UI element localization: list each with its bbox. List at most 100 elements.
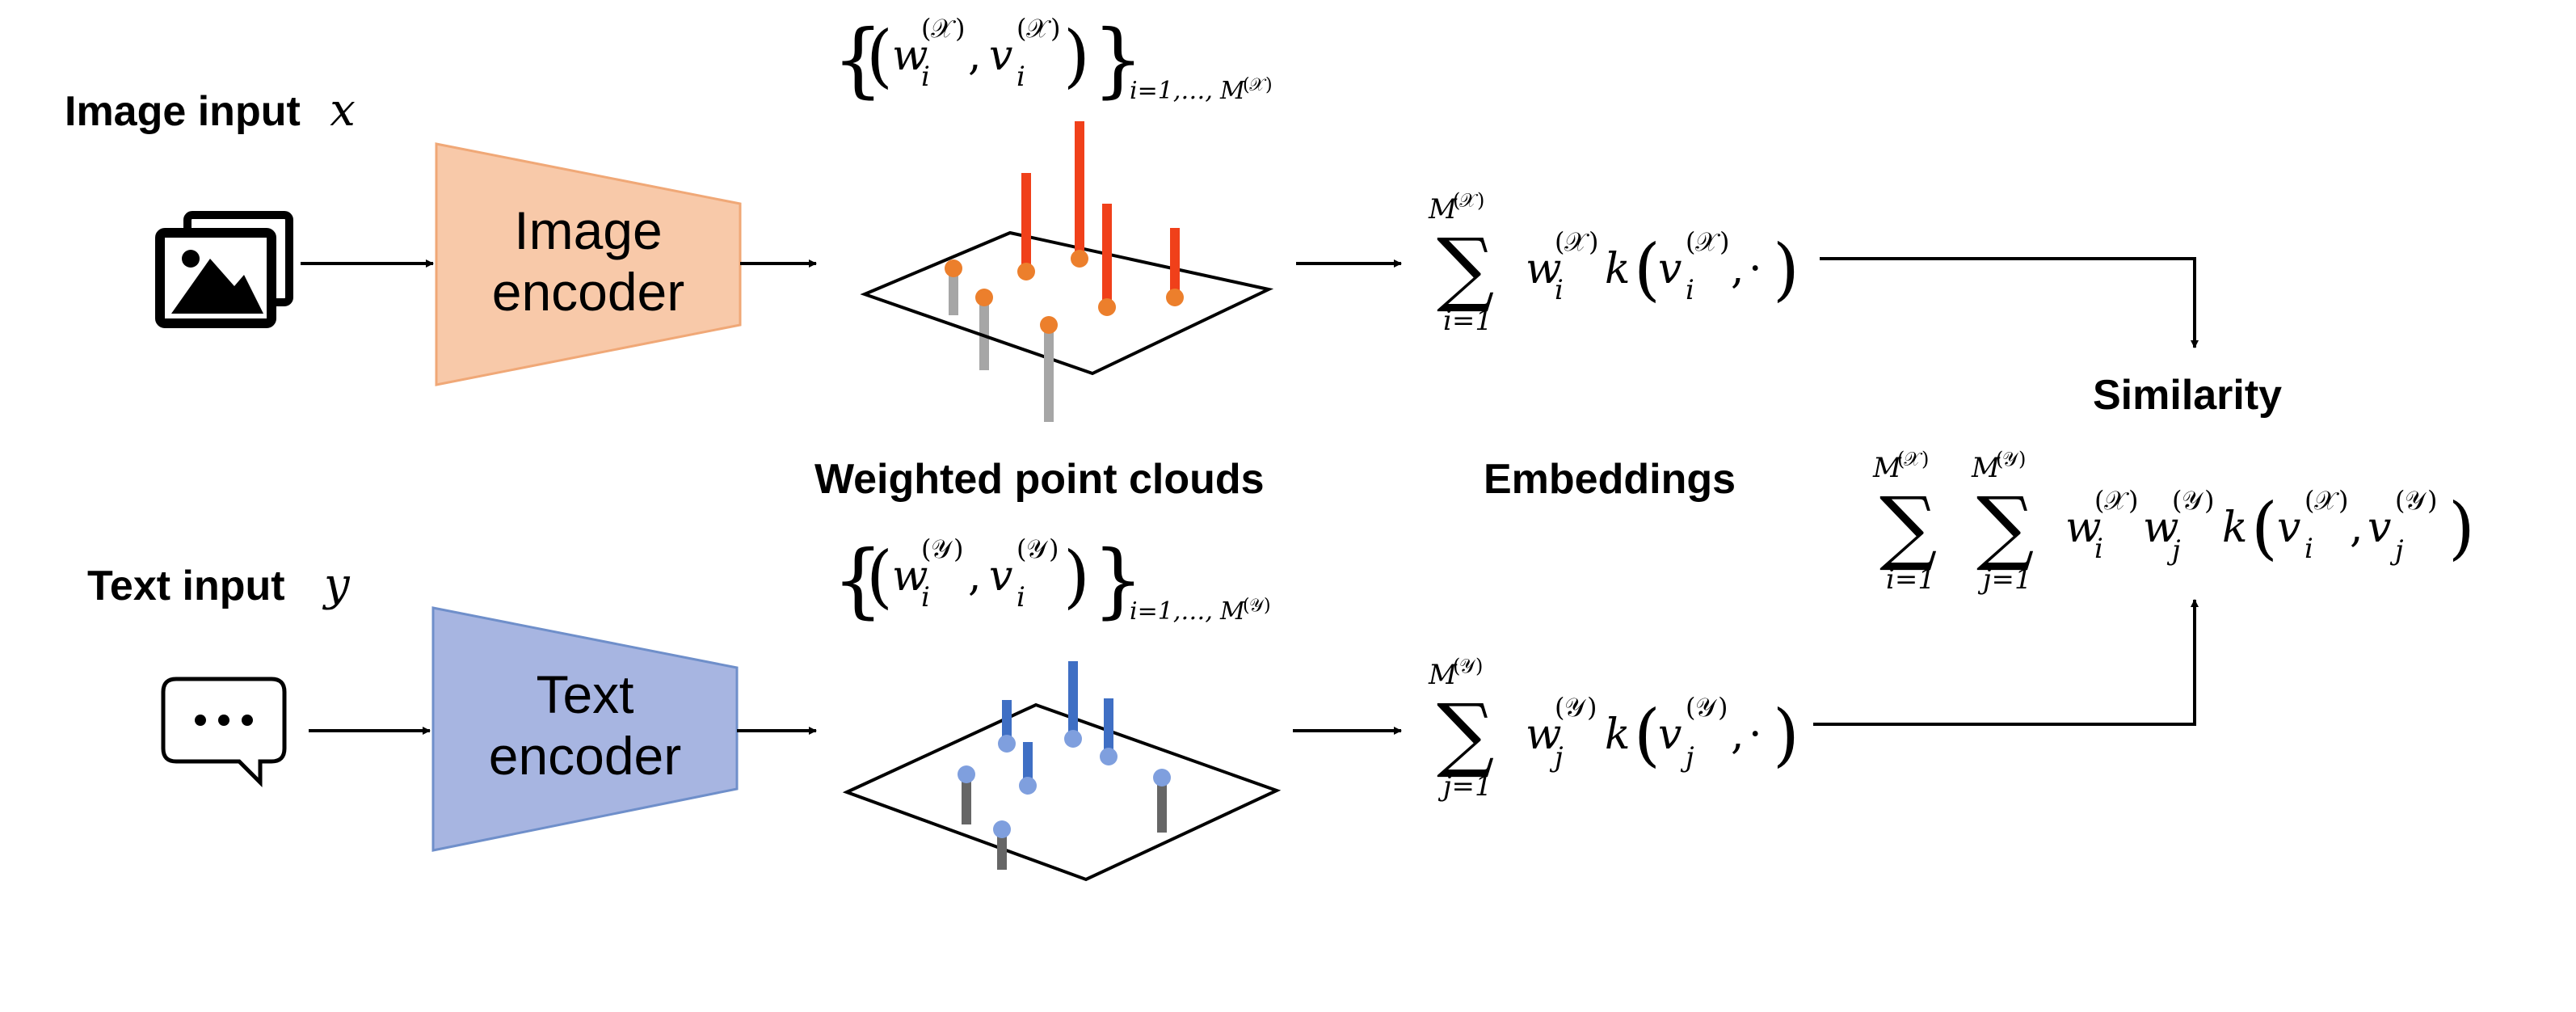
svg-text:w: w: [2065, 504, 2102, 552]
image-encoder: Image encoder: [435, 142, 742, 386]
svg-text:): ): [1719, 226, 1729, 257]
svg-text:{: {: [832, 12, 884, 107]
svg-text:(: (: [1555, 226, 1564, 257]
svg-text:i: i: [1686, 274, 1694, 306]
svg-text:(: (: [2094, 485, 2104, 516]
svg-text:M: M: [1872, 452, 1902, 484]
svg-text:𝒴: 𝒴: [1249, 596, 1265, 616]
similarity-formula: M ( 𝒳 ) ∑ i=1 M ( 𝒴 ) ∑ j=1 w i ( 𝒳 ) w …: [1872, 448, 2475, 596]
svg-text:): ): [2018, 448, 2026, 470]
svg-text:∑: ∑: [1976, 479, 2034, 574]
svg-text:v: v: [2368, 504, 2391, 552]
svg-text:w: w: [1526, 711, 1562, 759]
svg-text:𝒴: 𝒴: [2002, 448, 2019, 470]
text-input-label: Text input y: [87, 559, 351, 611]
svg-text:𝒳: 𝒳: [1564, 226, 1590, 257]
svg-text:(: (: [2172, 485, 2182, 516]
point: [1100, 748, 1118, 765]
svg-text:w: w: [892, 32, 928, 80]
svg-text:): ): [1921, 448, 1929, 470]
svg-text:v: v: [1658, 711, 1682, 759]
svg-text:): ): [1063, 16, 1090, 95]
svg-text:): ): [2204, 485, 2214, 516]
svg-text:(: (: [866, 537, 893, 616]
point: [998, 735, 1016, 753]
svg-text:(: (: [1686, 692, 1695, 723]
svg-text:): ): [1773, 695, 1799, 774]
svg-text:): ): [2448, 488, 2475, 567]
picture-stack-icon: [155, 211, 293, 328]
svg-text:(: (: [1897, 448, 1905, 470]
text-encoder: Text encoder: [431, 606, 739, 852]
svg-text:∑: ∑: [1879, 479, 1937, 574]
svg-text:𝒴: 𝒴: [2405, 485, 2427, 516]
svg-text:(: (: [1686, 226, 1695, 257]
svg-text:𝒴: 𝒴: [1459, 655, 1476, 677]
svg-text:): ): [2338, 485, 2348, 516]
svg-text:i: i: [1017, 61, 1025, 93]
svg-text:): ): [955, 13, 965, 44]
text-encoder-label-2: encoder: [489, 726, 682, 786]
svg-text:,: ,: [2350, 504, 2363, 552]
svg-text:i: i: [1555, 274, 1564, 306]
svg-text:(: (: [2305, 485, 2314, 516]
svg-text:(: (: [1453, 655, 1460, 677]
image-point-set-formula: { ( w i ( 𝒳 ) , v i ( 𝒳 ) ) } i=1,…, M (…: [832, 12, 1273, 107]
svg-text:): ): [1477, 189, 1484, 212]
point: [945, 259, 962, 277]
svg-text:): ): [1475, 655, 1483, 677]
svg-text:): ): [953, 533, 963, 564]
svg-text:v: v: [989, 32, 1012, 80]
svg-text:𝒴: 𝒴: [931, 533, 953, 564]
image-embedding-formula: M ( 𝒳 ) ∑ i=1 w i ( 𝒳 ) k ( v i ( 𝒳 ) , …: [1428, 189, 1799, 337]
svg-text:,: ,: [1731, 245, 1745, 293]
svg-text:}: }: [1092, 533, 1144, 627]
svg-text:): ): [1587, 692, 1597, 723]
arrow-image-embedding-to-similarity: [1820, 257, 2199, 348]
svg-text:𝒳: 𝒳: [1026, 13, 1052, 44]
image-plane: [860, 230, 1274, 376]
svg-text:i: i: [921, 581, 930, 614]
svg-text:): ): [1718, 692, 1728, 723]
svg-text:·: ·: [1749, 711, 1762, 759]
svg-text:i=1,…,: i=1,…,: [1130, 597, 1213, 626]
svg-text:𝒴: 𝒴: [2182, 485, 2203, 516]
point: [1071, 250, 1088, 268]
embeddings-label: Embeddings: [1484, 456, 1736, 503]
point: [975, 289, 993, 306]
svg-text:∑: ∑: [1437, 221, 1494, 315]
svg-text:w: w: [1526, 245, 1562, 293]
svg-text:i: i: [921, 61, 930, 93]
svg-text:·: ·: [1749, 245, 1762, 293]
svg-text:(: (: [2251, 488, 2278, 567]
svg-text:,: ,: [1731, 711, 1745, 759]
svg-text:(: (: [1555, 692, 1564, 723]
svg-text:𝒳: 𝒳: [1459, 189, 1479, 212]
svg-text:(: (: [1634, 230, 1661, 309]
svg-text:i=1: i=1: [1886, 563, 1935, 596]
svg-text:): ): [1049, 533, 1059, 564]
image-encoder-label-2: encoder: [492, 262, 685, 322]
svg-text:M: M: [1428, 659, 1458, 691]
svg-text:i=1: i=1: [1443, 305, 1492, 337]
svg-text:i: i: [2305, 533, 2313, 565]
svg-text:(: (: [866, 16, 893, 95]
similarity-label: Similarity: [2093, 372, 2282, 419]
svg-text:,: ,: [968, 32, 982, 80]
svg-text:𝒴: 𝒴: [1026, 533, 1048, 564]
svg-text:i=1,…,: i=1,…,: [1130, 77, 1213, 105]
text-point-cloud: [842, 661, 1282, 882]
svg-text:M: M: [1219, 597, 1246, 626]
svg-text:): ): [1264, 596, 1271, 616]
svg-text:𝒳: 𝒳: [1249, 75, 1267, 95]
svg-text:(: (: [2395, 485, 2405, 516]
svg-text:(: (: [1634, 695, 1661, 774]
text-encoder-shape: [431, 606, 739, 852]
svg-text:M: M: [1428, 193, 1458, 226]
svg-text:(: (: [921, 533, 931, 564]
svg-text:j: j: [1680, 741, 1694, 774]
svg-text:𝒳: 𝒳: [1904, 448, 1923, 470]
svg-text:(: (: [921, 13, 931, 44]
point: [1098, 298, 1116, 316]
